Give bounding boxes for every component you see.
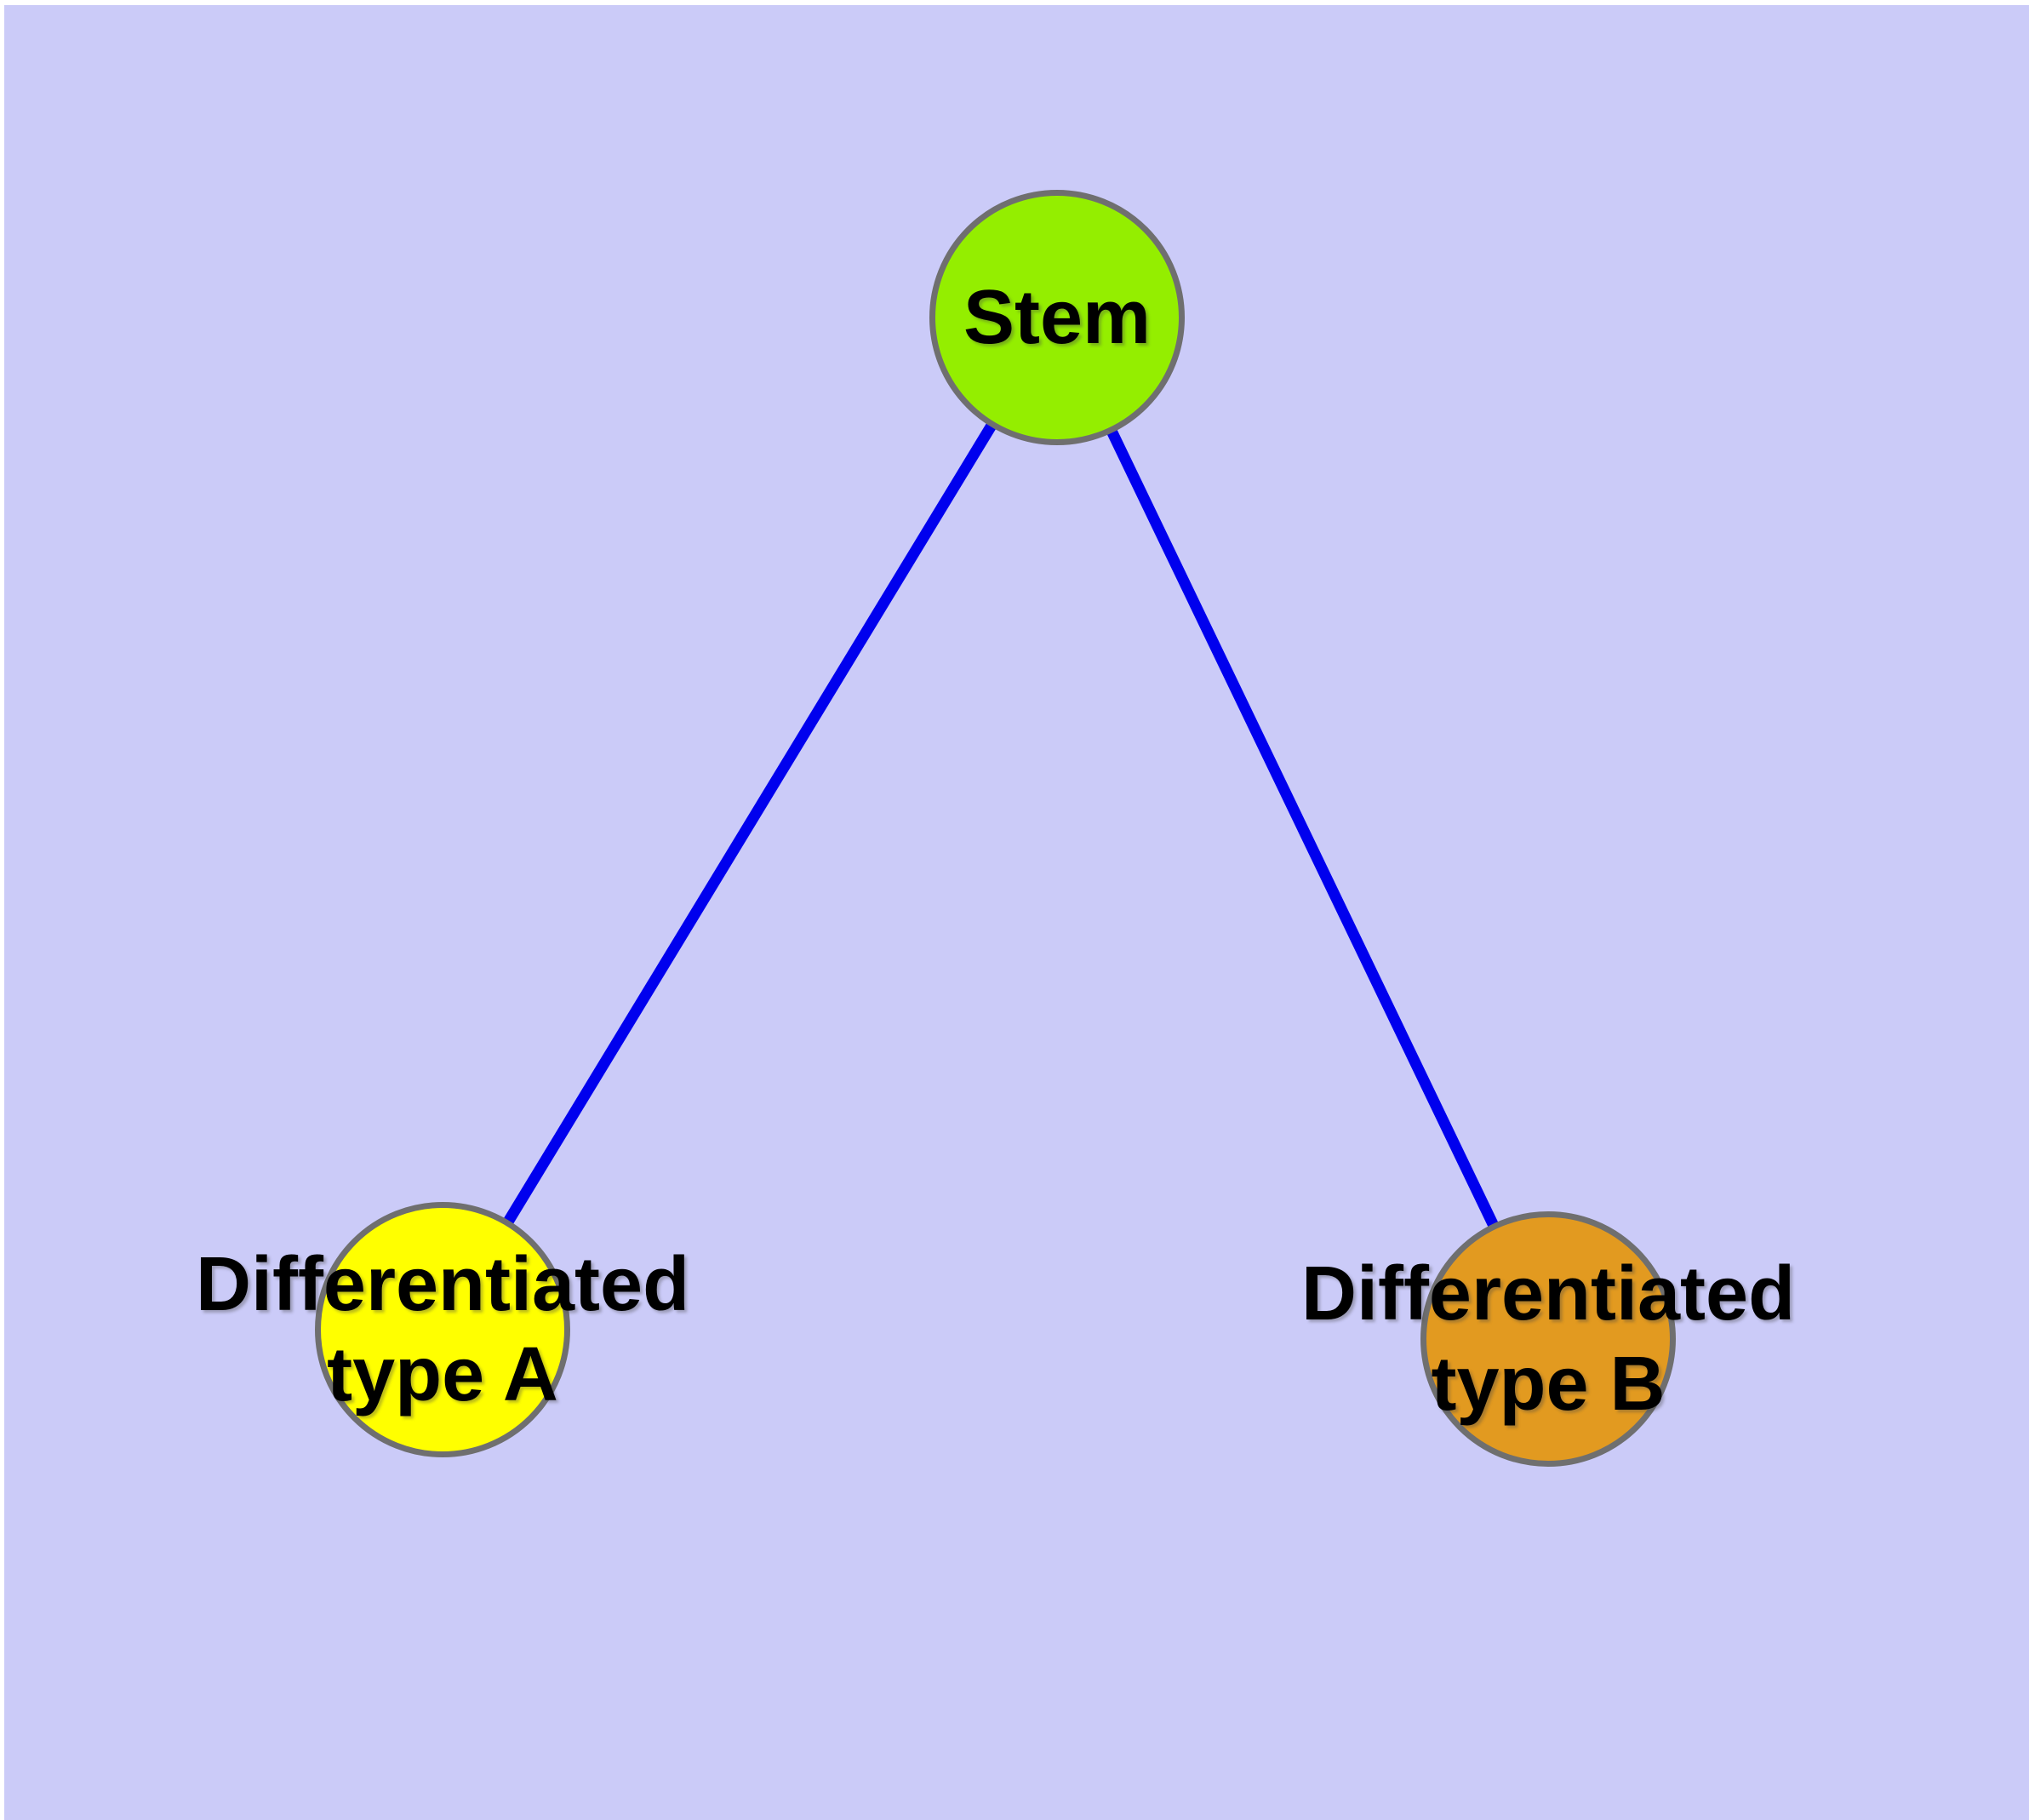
- node-stem-label-line1: Stem: [963, 275, 1152, 360]
- node-type-b-label: Differentiated type B: [1301, 1249, 1795, 1429]
- node-type-a-label-line2: type A: [327, 1332, 558, 1417]
- node-type-a-label-line1: Differentiated: [195, 1242, 690, 1327]
- page-margin-top: [0, 0, 2029, 5]
- node-type-a-label: Differentiated type A: [196, 1239, 689, 1420]
- node-stem-cell[interactable]: Stem: [929, 190, 1185, 445]
- node-differentiated-type-b[interactable]: Differentiated type B: [1301, 1211, 1795, 1467]
- page-margin-left: [0, 0, 4, 1820]
- node-differentiated-type-a[interactable]: Differentiated type A: [196, 1202, 689, 1457]
- node-type-b-label-line2: type B: [1431, 1342, 1666, 1427]
- edge-stem-to-typeB: [1052, 315, 1553, 1342]
- node-stem-label: Stem: [963, 272, 1151, 363]
- edge-stem-to-typeA: [437, 314, 1062, 1333]
- node-type-b-label-line1: Differentiated: [1300, 1251, 1796, 1336]
